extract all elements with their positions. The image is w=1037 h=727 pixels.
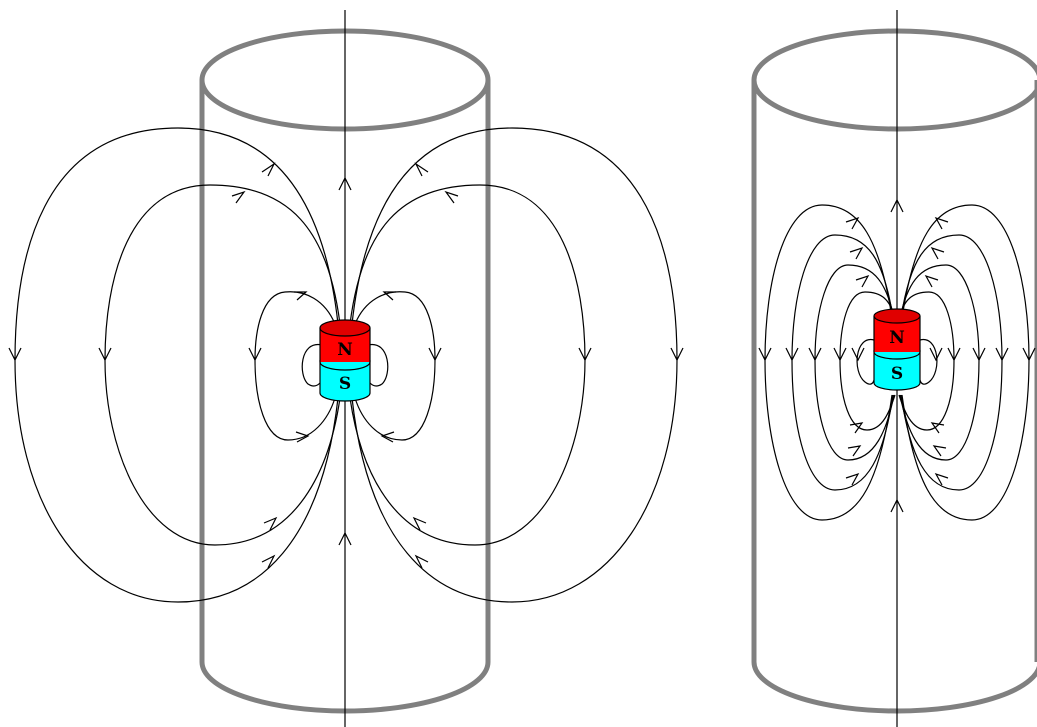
left-field-lines (14, 10, 678, 727)
arrow (248, 347, 262, 362)
right-north-label: N (889, 328, 905, 348)
arrow (338, 176, 352, 191)
arrow (972, 347, 986, 362)
arrow (808, 347, 822, 362)
arrow (428, 347, 442, 362)
arrow (785, 347, 799, 362)
arrow (758, 347, 772, 362)
arrow (338, 531, 352, 546)
left-loop-mid-l (104, 184, 341, 546)
arrow (934, 216, 949, 230)
left-loop-outer-r (351, 127, 678, 603)
arrow (295, 431, 310, 443)
arrow (670, 347, 684, 362)
right-magnet-south (874, 350, 920, 383)
left-magnet-top (319, 319, 371, 337)
arrow (414, 554, 429, 569)
arrow (231, 190, 246, 204)
left-magnet: N S (319, 319, 371, 402)
left-loop-outer-l (14, 127, 339, 603)
arrow (261, 162, 276, 177)
arrow (847, 445, 862, 457)
arrow (995, 347, 1009, 362)
right-cylinder-bottom (751, 661, 1037, 714)
right-magnet: N S (873, 308, 921, 391)
left-magnet-south (320, 360, 370, 393)
left-loop-mid-r (349, 184, 586, 546)
arrow (855, 274, 870, 288)
arrow (263, 516, 278, 531)
left-south-label: S (339, 374, 351, 394)
arrow (845, 472, 860, 486)
arrow (890, 198, 904, 213)
arrow (890, 498, 904, 513)
left-arrowheads (8, 162, 684, 569)
left-loop-tiny-r (367, 344, 389, 387)
arrow (414, 162, 429, 177)
arrow (930, 246, 945, 260)
arrow (294, 291, 308, 301)
right-loop-1-r (901, 204, 1030, 521)
arrow (849, 246, 864, 260)
left-magnet-south-base (319, 392, 371, 402)
arrow (924, 274, 939, 288)
arrow (444, 190, 459, 204)
arrow (412, 516, 427, 531)
arrow (98, 347, 112, 362)
arrow (851, 347, 865, 362)
arrow (934, 472, 949, 486)
arrow (833, 347, 847, 362)
arrow (578, 347, 592, 362)
arrow (261, 554, 276, 569)
right-loop-1-l (764, 204, 893, 521)
arrow (1022, 347, 1036, 362)
arrow (930, 422, 945, 434)
right-magnet-top (873, 308, 921, 324)
arrow (845, 216, 860, 230)
right-arrowheads (758, 198, 1036, 513)
left-figure: N S (8, 10, 684, 727)
arrow (849, 422, 864, 434)
right-south-label: S (891, 364, 903, 384)
arrow (932, 445, 947, 457)
arrow (382, 291, 396, 301)
left-loop-tiny-l (301, 344, 323, 387)
left-north-label: N (337, 340, 353, 360)
right-loop-5-l (856, 339, 875, 385)
right-cylinder-top (751, 28, 1037, 132)
right-loop-5-r (919, 339, 938, 385)
arrow (380, 431, 395, 443)
arrow (929, 347, 943, 362)
right-figure: N S (751, 10, 1037, 727)
arrow (947, 347, 961, 362)
arrow (8, 347, 22, 362)
